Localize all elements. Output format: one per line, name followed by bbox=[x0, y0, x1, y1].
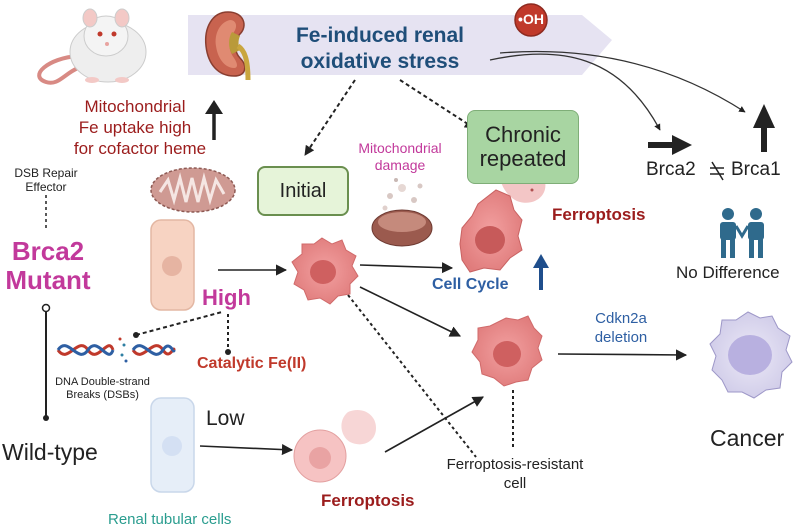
mito-damage-line1: Mitochondrial bbox=[358, 140, 442, 156]
cancer-label: Cancer bbox=[710, 425, 785, 451]
low-label: Low bbox=[206, 407, 245, 430]
dna-dsb-line2: Breaks (DSBs) bbox=[66, 389, 139, 401]
no-difference-label: No Difference bbox=[676, 263, 780, 282]
damaged-mitochondrion-icon bbox=[371, 178, 433, 247]
banner-title-line2: oxidative stress bbox=[300, 50, 460, 73]
high-connectors bbox=[133, 311, 231, 355]
ferroptosis-resistant-line2: cell bbox=[503, 475, 527, 492]
high-label: High bbox=[202, 285, 251, 310]
resistant-cell-icon bbox=[471, 315, 543, 387]
brca2-mutant-line2: Mutant bbox=[5, 265, 91, 295]
tubular-cell-icon bbox=[150, 397, 195, 493]
initial-box: Initial bbox=[257, 166, 349, 216]
initial-label: Initial bbox=[279, 180, 327, 202]
mito-damage-line2: damage bbox=[374, 157, 426, 173]
banner-arrows bbox=[304, 50, 746, 156]
brca2-label: Brca2 bbox=[646, 159, 696, 180]
cancer-cell-icon bbox=[709, 311, 793, 399]
right-arrow-icon bbox=[648, 135, 692, 155]
ferroptosis-top-label: Ferroptosis bbox=[552, 205, 646, 224]
up-arrow-icon bbox=[533, 254, 549, 290]
dsb-repair-line1: DSB Repair bbox=[14, 166, 78, 180]
mouse-icon bbox=[37, 8, 147, 85]
dsb-repair-line2: Effector bbox=[25, 180, 67, 194]
chronic-line2: repeated bbox=[479, 146, 567, 171]
chronic-line1: Chronic bbox=[485, 121, 561, 147]
cdkn2a-line2: deletion bbox=[594, 329, 648, 346]
brca1-label: Brca1 bbox=[731, 159, 781, 180]
dna-helix-icon bbox=[56, 337, 176, 363]
brca2-mutant-line1: Brca2 bbox=[11, 236, 85, 266]
genotype-connector bbox=[41, 195, 51, 421]
hydroxyl-radical-icon bbox=[514, 3, 548, 37]
cdkn2a-line1: Cdkn2a bbox=[595, 310, 647, 327]
up-arrow-icon bbox=[753, 104, 775, 152]
wild-type-label: Wild-type bbox=[2, 439, 98, 465]
not-equal-icon bbox=[710, 161, 724, 181]
up-arrow-icon bbox=[205, 100, 223, 140]
mito-uptake-line3: for cofactor heme bbox=[73, 139, 207, 158]
catalytic-fe-label: Catalytic Fe(II) bbox=[197, 355, 307, 372]
hydroxyl-radical-label: •OH bbox=[518, 11, 544, 27]
tubular-cell-icon bbox=[150, 219, 195, 311]
banner-title-line1: Fe-induced renal bbox=[295, 24, 465, 47]
cell-cycle-label: Cell Cycle bbox=[432, 276, 509, 293]
kidney-icon bbox=[204, 11, 251, 81]
renal-tubular-cells-label: Renal tubular cells bbox=[108, 511, 232, 528]
ferroptosis-bottom-label: Ferroptosis bbox=[321, 491, 415, 510]
mito-uptake-line1: Mitochondrial bbox=[84, 97, 186, 116]
mitochondrion-icon bbox=[150, 167, 236, 213]
ferroptotic-cell-icon bbox=[293, 409, 376, 483]
chronic-repeated-box: Chronic repeated bbox=[467, 110, 579, 184]
injured-cell-icon bbox=[291, 237, 359, 305]
flow-arrows bbox=[199, 262, 688, 458]
oxidative-stress-banner bbox=[188, 15, 612, 75]
mito-uptake-line2: Fe uptake high bbox=[78, 118, 192, 137]
ferroptosis-resistant-line1: Ferroptosis-resistant bbox=[446, 456, 584, 473]
dna-dsb-line1: DNA Double-strand bbox=[55, 376, 150, 388]
people-icon bbox=[720, 208, 764, 258]
